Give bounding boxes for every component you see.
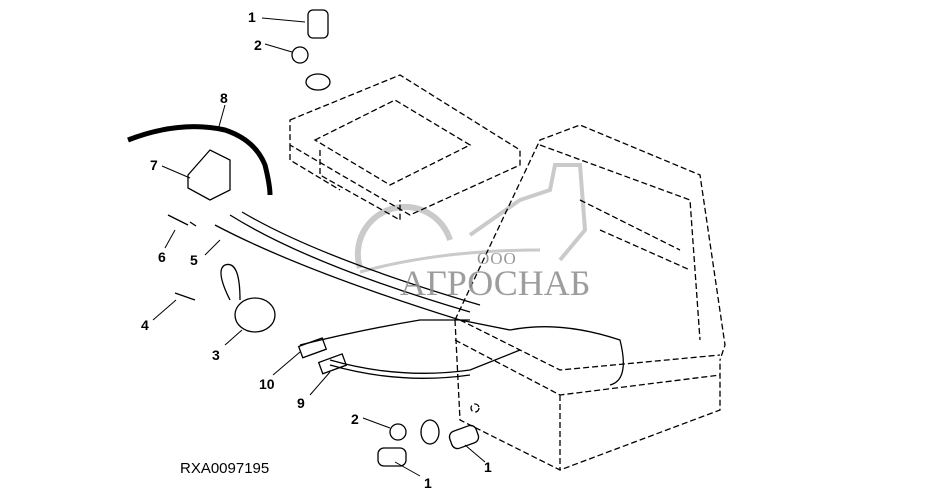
callout-1-top: 1 — [248, 9, 256, 25]
cap-top — [307, 9, 329, 39]
callout-2-bottom: 2 — [351, 411, 359, 427]
cable-sleeve — [127, 124, 273, 196]
bolt-6 — [167, 214, 197, 227]
nut-top — [291, 46, 309, 64]
callout-5: 5 — [190, 252, 198, 268]
callout-7: 7 — [150, 157, 158, 173]
callout-9: 9 — [297, 395, 305, 411]
callout-1-bottom-right: 1 — [484, 459, 492, 475]
figure-id: RXA0097195 — [180, 460, 270, 477]
watermark-prefix: ООО — [477, 249, 517, 268]
callout-2-top: 2 — [254, 37, 262, 53]
watermark-name: АГРОСНАБ — [400, 263, 591, 303]
wire-harness — [214, 211, 624, 386]
cap-bottom-right — [448, 424, 480, 450]
battery-box — [454, 124, 726, 471]
nut-bottom — [389, 423, 407, 441]
watermark-logo — [354, 163, 588, 274]
callout-10: 10 — [259, 376, 275, 392]
battery-tray — [289, 74, 521, 222]
cap-bottom-left — [377, 447, 407, 467]
callout-3: 3 — [212, 347, 220, 363]
bolt-4 — [174, 292, 196, 301]
callout-6: 6 — [158, 249, 166, 265]
switch-3 — [234, 297, 276, 333]
callout-4: 4 — [141, 317, 149, 333]
relay — [187, 149, 231, 201]
callout-8: 8 — [220, 90, 228, 106]
callout-1-bottom-left: 1 — [424, 475, 432, 491]
